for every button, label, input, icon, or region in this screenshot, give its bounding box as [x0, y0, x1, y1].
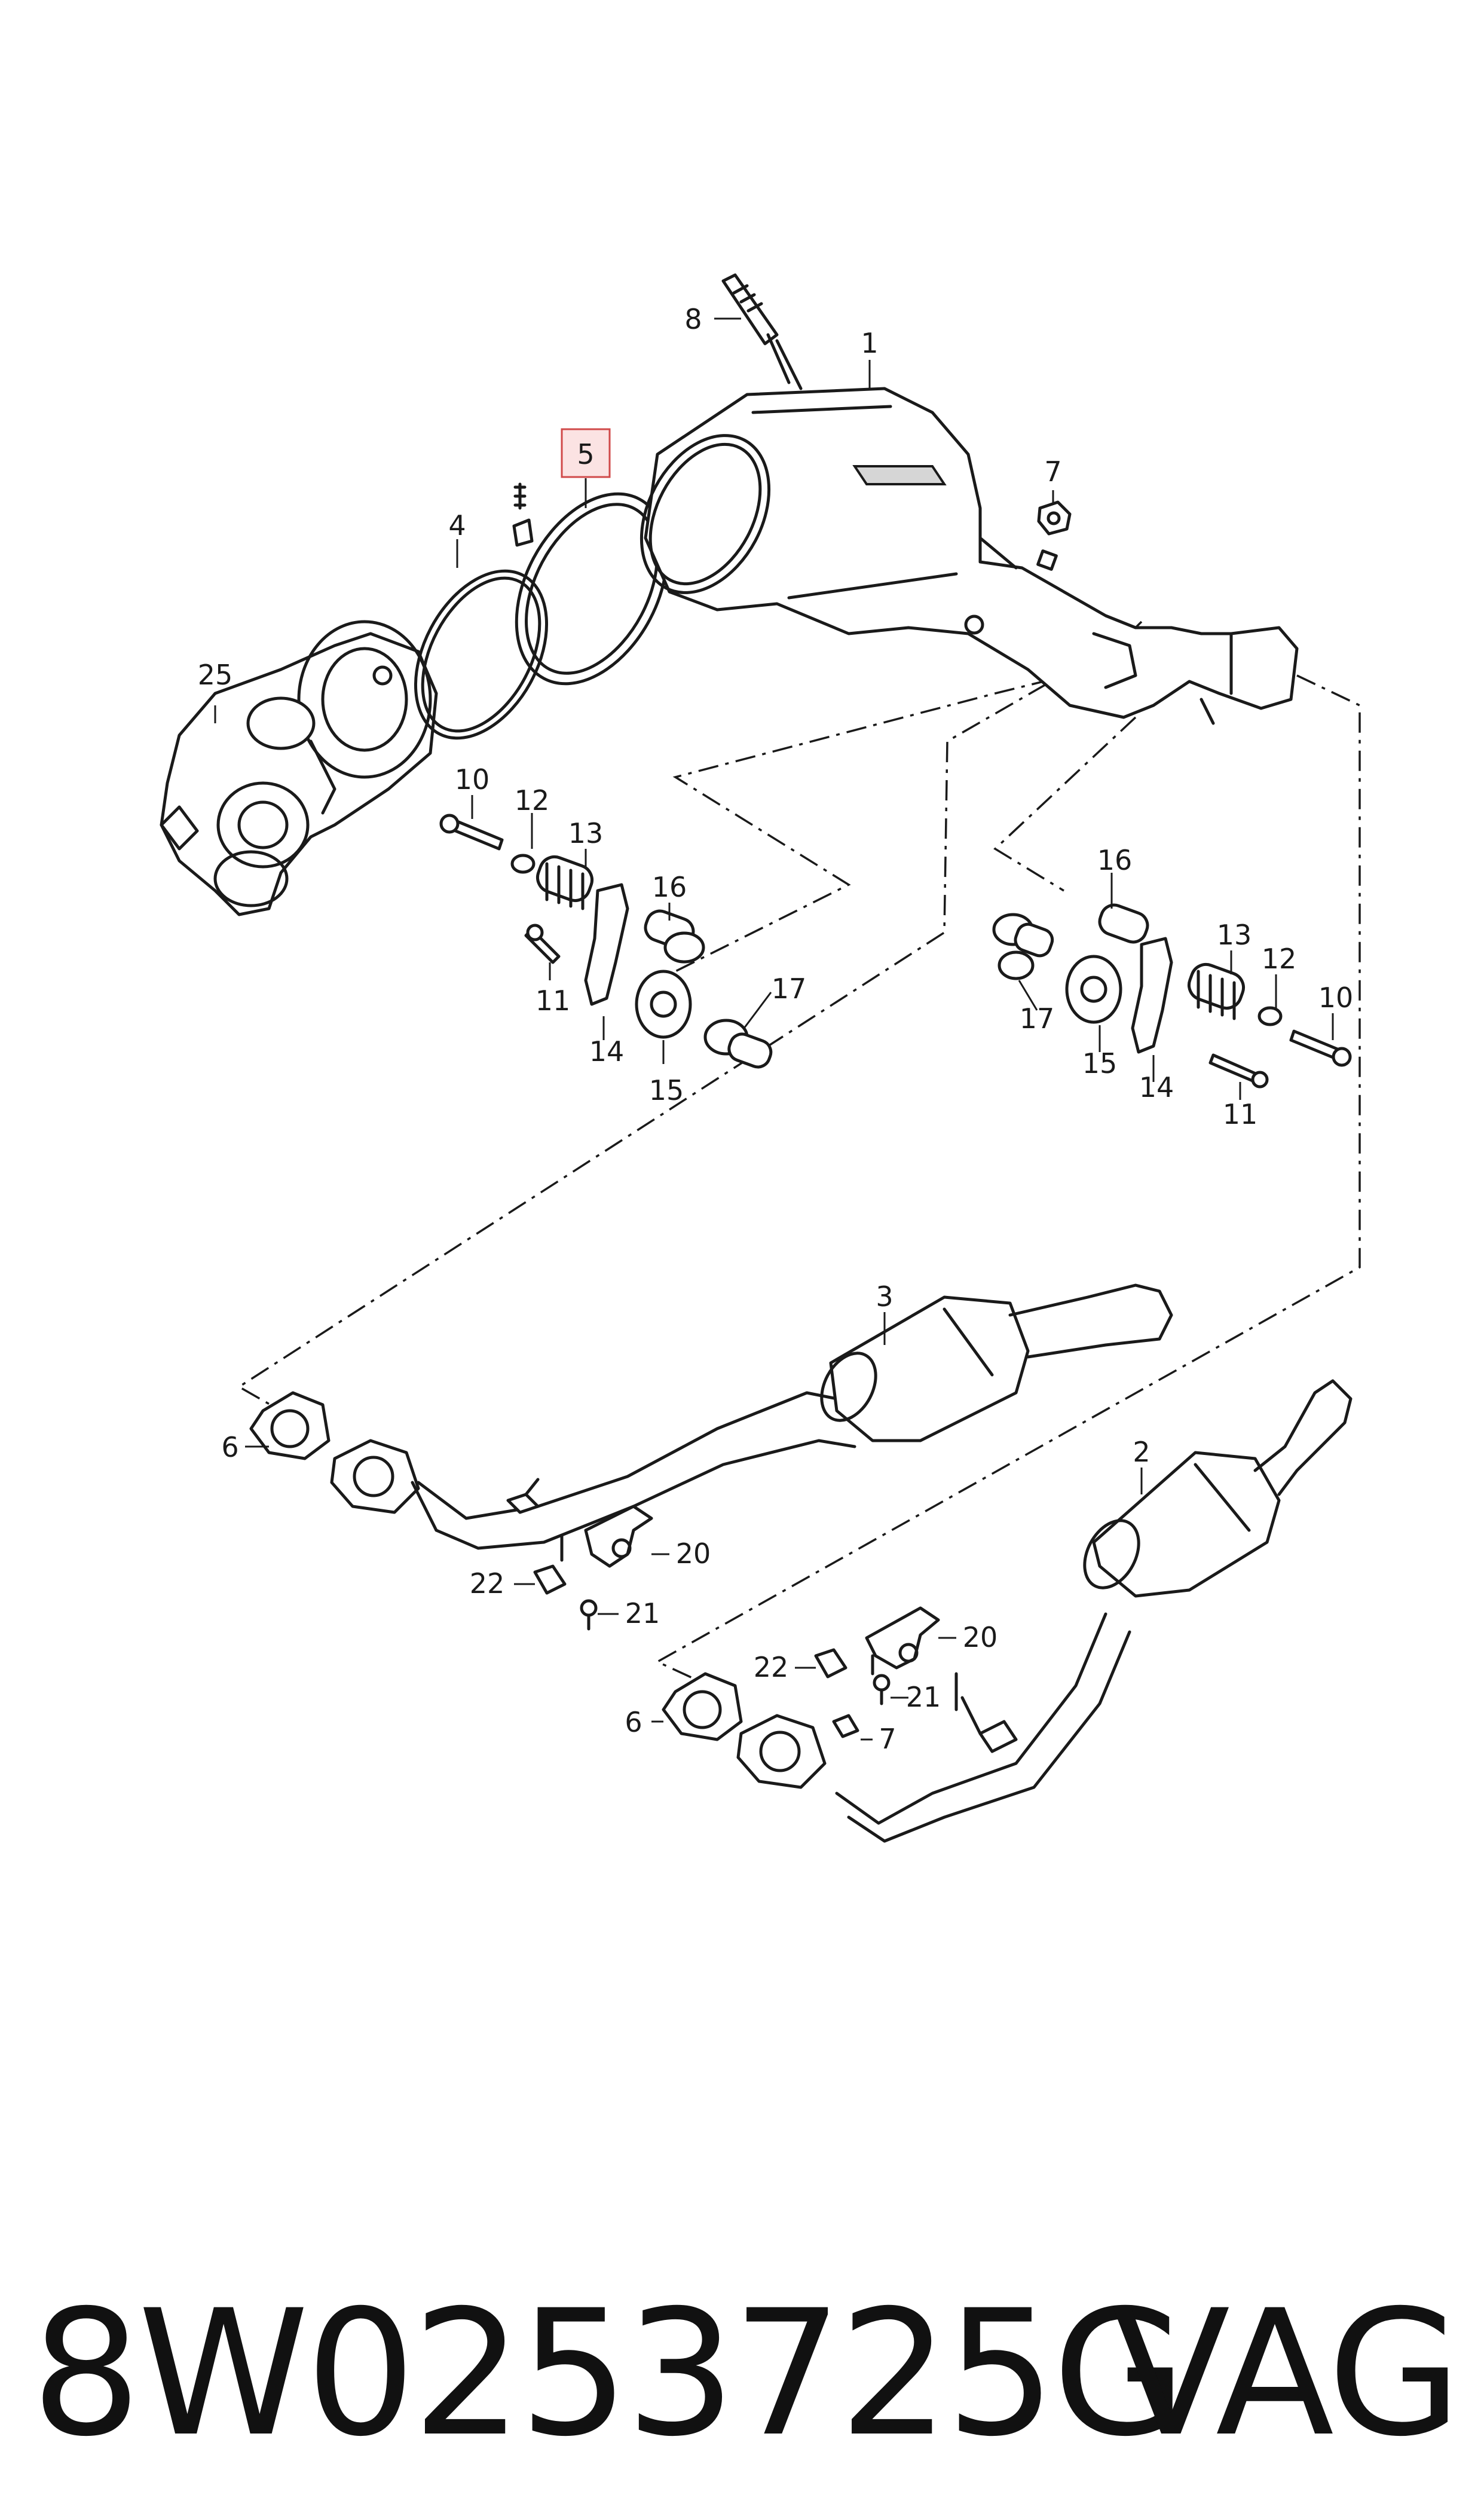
catalytic-converter	[640, 387, 1299, 725]
callout-22-right[interactable]: 22	[754, 1651, 789, 1683]
callout-6-right[interactable]: 6	[625, 1706, 642, 1738]
mount-assembly-left	[439, 814, 773, 1069]
callout-8[interactable]: 8	[684, 303, 702, 335]
callout-12-left[interactable]: 12	[515, 784, 550, 817]
clamp-ring-5	[512, 482, 669, 686]
callout-11-right[interactable]: 11	[1223, 1098, 1258, 1130]
highlight-box-5	[561, 428, 611, 478]
exhaust-exploded-diagram: 5 8 1 7 4 25 10 12 13 16 11 14 15 17 16 …	[160, 273, 1361, 1843]
callout-4[interactable]: 4	[448, 509, 466, 542]
callout-21-left[interactable]: 21	[625, 1597, 660, 1630]
callout-16-right[interactable]: 16	[1097, 844, 1133, 876]
callout-20-left[interactable]: 20	[676, 1537, 711, 1570]
turbocharger	[160, 620, 438, 916]
mount-assembly-right	[992, 903, 1352, 1089]
callout-5[interactable]: 5	[577, 438, 594, 470]
part-number-label: 8W0253725G	[31, 2273, 1187, 2475]
nut-top	[1037, 500, 1072, 536]
callout-14-left[interactable]: 14	[589, 1035, 625, 1068]
callout-20-right[interactable]: 20	[963, 1621, 998, 1653]
flange-right	[662, 1672, 859, 1789]
leader-lines	[214, 317, 1334, 1741]
front-pipe-catalyst	[417, 1283, 1173, 1550]
lambda-sensor	[721, 273, 803, 390]
callout-6-left[interactable]: 6	[221, 1431, 238, 1463]
callout-15-right[interactable]: 15	[1082, 1047, 1118, 1080]
brand-label: VAG	[1112, 2273, 1462, 2475]
callout-25[interactable]: 25	[198, 659, 233, 691]
callout-14-right[interactable]: 14	[1139, 1071, 1174, 1103]
callout-labels: 5 8 1 7 4 25 10 12 13 16 11 14 15 17 16 …	[198, 303, 1354, 1755]
callout-7-bottom[interactable]: 7	[879, 1723, 896, 1755]
rear-pipe-catalyst	[835, 1379, 1353, 1843]
flange-left	[249, 1391, 438, 1532]
callout-13-right[interactable]: 13	[1217, 919, 1252, 951]
callout-17-right[interactable]: 17	[1020, 1002, 1055, 1035]
callout-17-left[interactable]: 17	[772, 973, 807, 1005]
gasket-4	[414, 569, 549, 740]
callout-11-left[interactable]: 11	[536, 985, 571, 1017]
callout-2[interactable]: 2	[1133, 1436, 1150, 1468]
callout-7-top[interactable]: 7	[1044, 455, 1061, 488]
callout-21-right[interactable]: 21	[906, 1681, 941, 1713]
callout-1[interactable]: 1	[861, 327, 878, 359]
callout-22-left[interactable]: 22	[470, 1567, 505, 1600]
callout-13-left[interactable]: 13	[568, 817, 604, 849]
callout-10-right[interactable]: 10	[1318, 982, 1354, 1014]
callout-15-left[interactable]: 15	[649, 1074, 684, 1106]
hanger-left	[533, 1505, 653, 1631]
callout-3[interactable]: 3	[876, 1280, 893, 1313]
hanger-right	[814, 1606, 958, 1711]
callout-10-left[interactable]: 10	[455, 763, 490, 796]
callout-12-right[interactable]: 12	[1262, 943, 1297, 975]
callout-16-left[interactable]: 16	[652, 871, 687, 903]
